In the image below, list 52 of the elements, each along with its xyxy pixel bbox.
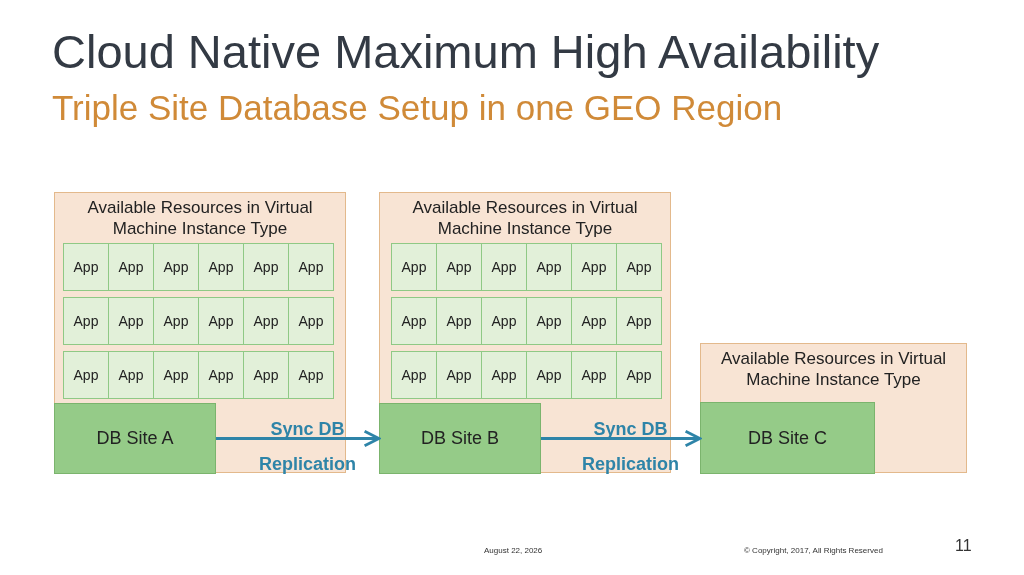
app-box: App	[526, 243, 572, 291]
app-box: App	[391, 243, 437, 291]
app-box: App	[198, 351, 244, 399]
app-box: App	[198, 297, 244, 345]
app-box: App	[198, 243, 244, 291]
arrow	[541, 429, 702, 448]
app-box: App	[391, 351, 437, 399]
app-box: App	[616, 243, 662, 291]
app-box: App	[108, 351, 154, 399]
footer-date: August 22, 2026	[484, 546, 543, 555]
app-box: App	[481, 243, 527, 291]
app-box: App	[243, 243, 289, 291]
app-box: App	[436, 297, 482, 345]
app-box: App	[63, 243, 109, 291]
copyright-notice: © Copyright, 2017, All Rights Reserved	[744, 546, 883, 555]
app-box: App	[63, 297, 109, 345]
app-box: App	[243, 297, 289, 345]
app-box: App	[481, 351, 527, 399]
edge-label: Sync DB Replication	[581, 417, 680, 476]
app-box: App	[63, 351, 109, 399]
resource-panel	[700, 343, 967, 473]
app-box: App	[288, 243, 334, 291]
app-box: App	[481, 297, 527, 345]
database-box: DB Site A	[54, 403, 216, 474]
app-box: App	[436, 243, 482, 291]
app-box: App	[571, 351, 617, 399]
app-box: App	[243, 351, 289, 399]
app-box: App	[436, 351, 482, 399]
app-box: App	[571, 297, 617, 345]
panel-heading: Available Resources in Virtual Machine Instance Type	[720, 349, 947, 389]
app-box: App	[153, 351, 199, 399]
app-box: App	[153, 297, 199, 345]
slide-subtitle: Triple Site Database Setup in one GEO Region	[52, 88, 783, 128]
app-box: App	[108, 243, 154, 291]
panel-heading: Available Resources in Virtual Machine Instance Type	[87, 198, 313, 238]
page-number: 11	[955, 537, 972, 555]
arrow	[216, 429, 381, 448]
app-box: App	[616, 297, 662, 345]
app-box: App	[571, 243, 617, 291]
app-box: App	[616, 351, 662, 399]
app-box: App	[526, 351, 572, 399]
app-box: App	[288, 351, 334, 399]
database-box: DB Site B	[379, 403, 541, 474]
slide-title: Cloud Native Maximum High Availability	[52, 24, 880, 79]
app-box: App	[526, 297, 572, 345]
edge-label: Sync DB Replication	[258, 417, 357, 476]
app-box: App	[391, 297, 437, 345]
database-box: DB Site C	[700, 402, 875, 474]
app-box: App	[108, 297, 154, 345]
panel-heading: Available Resources in Virtual Machine Instance Type	[412, 198, 638, 238]
app-box: App	[153, 243, 199, 291]
app-box: App	[288, 297, 334, 345]
